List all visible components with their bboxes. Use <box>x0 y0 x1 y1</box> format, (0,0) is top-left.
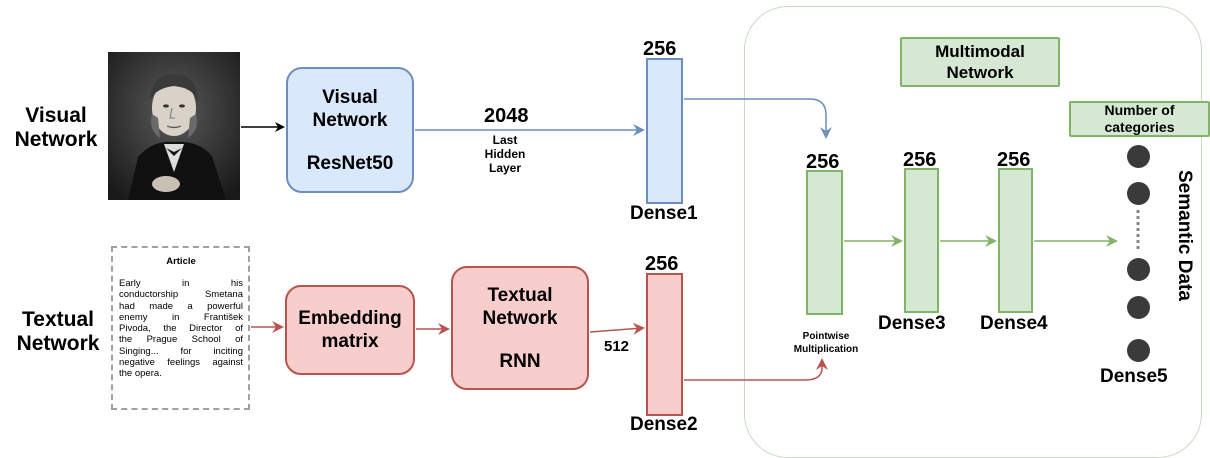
textual-output-size: 512 <box>604 338 630 355</box>
arrow-dense1-to-pointwise <box>684 98 832 139</box>
pointwise-layer <box>806 170 843 315</box>
textual-network-side-label: Textual Network <box>16 308 100 355</box>
dense4-size: 256 <box>997 149 1031 171</box>
textual-network-box: Textual Network RNN <box>451 266 589 390</box>
portrait-drawing <box>108 52 240 200</box>
dense2-label: Dense2 <box>630 414 698 435</box>
dense3-layer <box>904 168 939 313</box>
arrow-dense2-to-pointwise <box>684 358 828 381</box>
dense5-node <box>1127 339 1150 362</box>
visual-network-box: Visual Network ResNet50 <box>286 67 414 193</box>
visual-network-box-line1: Visual <box>322 86 378 108</box>
article-box: Article Early in his conductorship Smeta… <box>111 246 250 410</box>
dense4-layer <box>998 168 1033 313</box>
dense2-layer <box>646 273 683 416</box>
pointwise-multiplication-label: Pointwise Multiplication <box>793 331 859 355</box>
pointwise-size: 256 <box>806 151 840 173</box>
dense1-size: 256 <box>643 38 677 60</box>
last-hidden-layer-label: Last Hidden Layer <box>484 133 526 175</box>
visual-network-box-line2: Network <box>312 109 388 131</box>
arrow-textual-to-dense2 <box>589 322 645 335</box>
dense5-node <box>1127 296 1150 319</box>
visual-network-side-label: Visual Network <box>14 104 98 151</box>
dense1-label: Dense1 <box>630 203 698 224</box>
multimodal-network-title: Multimodal Network <box>900 37 1060 87</box>
dense5-node <box>1127 258 1150 281</box>
portrait-image <box>108 52 240 200</box>
article-title: Article <box>166 256 196 267</box>
connectors <box>241 98 1140 381</box>
dense2-size: 256 <box>645 253 679 275</box>
number-of-categories-box: Number of categories <box>1069 101 1210 137</box>
embedding-matrix-box: Embedding matrix <box>285 285 415 375</box>
visual-network-box-model: ResNet50 <box>306 152 394 174</box>
dense5-node <box>1127 182 1150 205</box>
dense3-size: 256 <box>903 149 937 171</box>
dense3-label: Dense3 <box>878 313 946 334</box>
dense5-node <box>1127 145 1150 168</box>
dense4-label: Dense4 <box>980 313 1048 334</box>
article-body: Early in his conductorship Smetana had m… <box>119 278 243 380</box>
dense5-label: Dense5 <box>1100 366 1168 387</box>
visual-output-size: 2048 <box>484 105 529 127</box>
dense1-layer <box>646 58 683 204</box>
